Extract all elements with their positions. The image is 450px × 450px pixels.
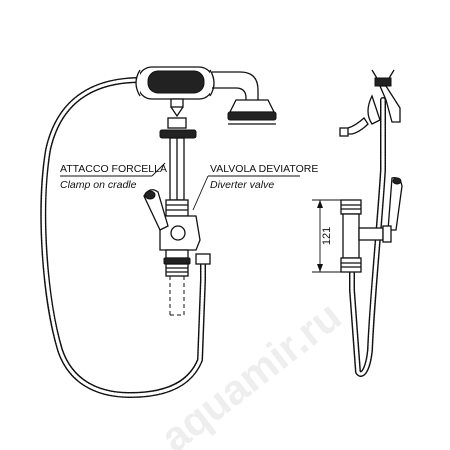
clamp-label-it: ATTACCO FORCELLA xyxy=(60,163,167,175)
side-valve-body xyxy=(340,199,392,273)
side-lever xyxy=(387,177,403,231)
valve-label-en: Diverter valve xyxy=(210,179,274,191)
valve-label-it: VALVOLA DEVIATORE xyxy=(210,163,318,175)
handset xyxy=(135,66,277,125)
leader-lines xyxy=(60,162,300,211)
side-hose xyxy=(349,97,386,377)
dimension-value: 121 xyxy=(321,227,333,245)
watermark: aquamir.ru xyxy=(152,292,350,450)
side-shower-head xyxy=(339,69,401,137)
diverter-valve xyxy=(143,189,211,316)
side-view: 121 xyxy=(312,69,403,377)
front-view: ATTACCO FORCELLA Clamp on cradle VALVOLA… xyxy=(40,66,318,398)
clamp-label-en: Clamp on cradle xyxy=(60,179,137,191)
support-post xyxy=(159,98,197,201)
dimension-121: 121 xyxy=(312,199,342,273)
shower-hose xyxy=(40,77,206,398)
side-lever-knob xyxy=(392,177,402,185)
